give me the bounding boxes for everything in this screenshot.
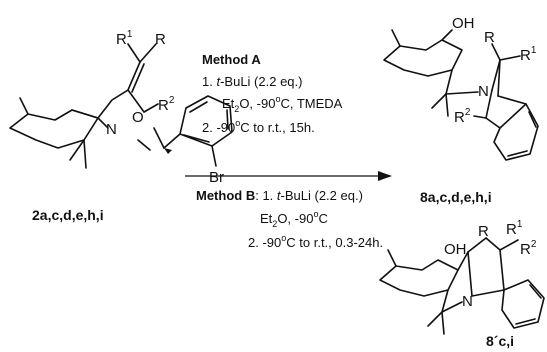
r2-label: R2 [158, 95, 175, 114]
method-a-title: Method A [202, 52, 261, 67]
product-8-structure [383, 29, 539, 161]
method-b-step2: 2. -90oC to r.t., 0.3-24h. [248, 233, 383, 250]
product-8-nitrogen-label: N [478, 83, 489, 100]
product-8-r-label: R [484, 29, 495, 46]
method-b-conditions: Et2O, -90oC [260, 209, 328, 229]
method-a-step2: 2. -90oC to r.t., 15h. [202, 118, 315, 135]
reaction-arrowhead [378, 171, 392, 181]
product-8-prime-r1-label: R1 [506, 219, 523, 238]
product-8-prime-r2-label: R2 [520, 239, 537, 258]
method-b-step1: Method B: 1. t-BuLi (2.2 eq.) [196, 188, 363, 203]
product-8-prime-structure [379, 237, 545, 335]
product-8-r1-label: R1 [520, 45, 537, 64]
product-8-r2-label: R2 [454, 107, 471, 126]
compound-label-8-prime: 8´c,i [486, 333, 514, 349]
starting-material-structure [9, 43, 233, 169]
product-8-prime-hydroxyl-label: OH [444, 241, 467, 258]
compound-label-2: 2a,c,d,e,h,i [32, 207, 104, 223]
product-8-hydroxyl-label: OH [452, 15, 475, 32]
product-8-prime-r-label: R [478, 223, 489, 240]
r1-label: R1 [116, 29, 133, 48]
product-8-prime-nitrogen-label: N [462, 293, 473, 310]
bromine-atom-label: Br [209, 169, 224, 186]
compound-label-8: 8a,c,d,e,h,i [420, 189, 492, 205]
nitrogen-atom-label: N [106, 121, 117, 138]
r-label: R [155, 31, 166, 48]
method-a-conditions: Et2O, -90oC, TMEDA [222, 94, 343, 114]
oxygen-atom-label: O [132, 109, 144, 126]
method-a-step1: 1. t-BuLi (2.2 eq.) [202, 74, 302, 89]
